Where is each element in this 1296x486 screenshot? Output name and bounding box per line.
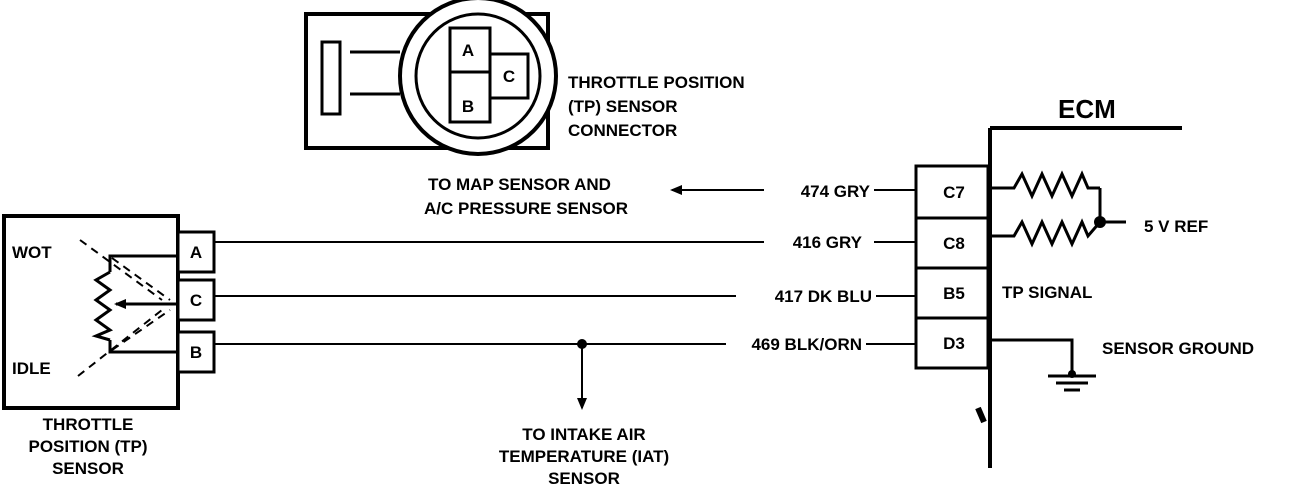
ecm-tp-signal-label: TP SIGNAL bbox=[1002, 283, 1092, 302]
connector-caption-line-1: THROTTLE POSITION bbox=[568, 73, 745, 92]
tp-sensor-connector: A B C bbox=[304, 0, 558, 156]
map-note-line-1: TO MAP SENSOR AND bbox=[428, 175, 611, 194]
connector-pin-b: B bbox=[462, 97, 474, 116]
sensor-wot-label: WOT bbox=[12, 243, 52, 262]
wire-417-dk-blu-label: 417 DK BLU bbox=[775, 287, 872, 306]
wires: 474 GRY 416 GRY 417 DK BLU 469 BLK/ORN bbox=[214, 182, 916, 410]
ecm-sensor-ground-label: SENSOR GROUND bbox=[1102, 339, 1254, 358]
iat-note-line-2: TEMPERATURE (IAT) bbox=[499, 447, 669, 466]
sensor-potentiometer bbox=[91, 270, 114, 342]
sensor-pin-c: C bbox=[190, 291, 202, 310]
sensor-caption-line-2: POSITION (TP) bbox=[29, 437, 148, 456]
ecm-pullup-resistor-c8 bbox=[990, 218, 1102, 248]
sensor-idle-label: IDLE bbox=[12, 359, 51, 378]
connector-pin-c: C bbox=[503, 67, 515, 86]
sensor-caption-line-1: THROTTLE bbox=[43, 415, 134, 434]
wire-474-gry-label: 474 GRY bbox=[801, 182, 871, 201]
ecm-pin-b5: B5 bbox=[943, 284, 965, 303]
iat-note-line-3: SENSOR bbox=[548, 469, 620, 486]
connector-caption-line-3: CONNECTOR bbox=[568, 121, 677, 140]
ecm-title: ECM bbox=[1058, 94, 1116, 124]
sensor-caption-line-3: SENSOR bbox=[52, 459, 124, 478]
sensor-pin-b: B bbox=[190, 343, 202, 362]
wire-416-gry-label: 416 GRY bbox=[793, 233, 863, 252]
ecm-module: ECM C7 C8 B5 D3 5 V REF TP SIGNAL SENSOR… bbox=[914, 94, 1254, 468]
map-note-line-2: A/C PRESSURE SENSOR bbox=[424, 199, 628, 218]
wire-469-blk-orn-label: 469 BLK/ORN bbox=[751, 335, 862, 354]
iat-note-line-1: TO INTAKE AIR bbox=[522, 425, 645, 444]
sensor-pin-a: A bbox=[190, 243, 202, 262]
ecm-pin-d3: D3 bbox=[943, 334, 965, 353]
ecm-5v-ref-label: 5 V REF bbox=[1144, 217, 1208, 236]
tp-sensor: A C B WOT IDLE bbox=[2, 214, 216, 410]
ecm-pin-c7: C7 bbox=[943, 183, 965, 202]
connector-caption-line-2: (TP) SENSOR bbox=[568, 97, 678, 116]
ecm-pin-c8: C8 bbox=[943, 234, 965, 253]
connector-pin-a: A bbox=[462, 41, 474, 60]
ecm-pullup-resistor-c7 bbox=[990, 170, 1100, 200]
